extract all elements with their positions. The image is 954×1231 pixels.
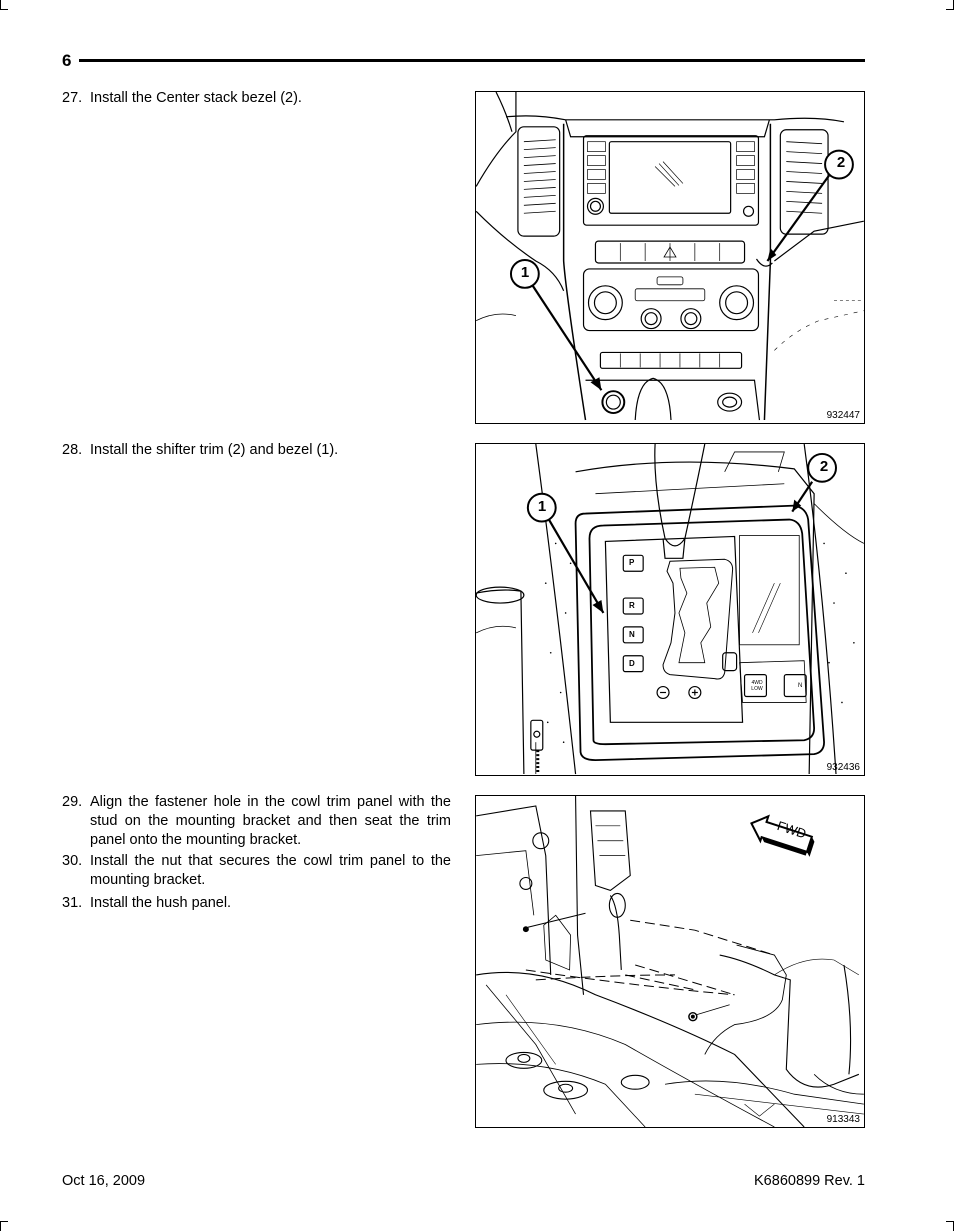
shift-label-d: D xyxy=(629,659,635,668)
cowl-trim-illustration xyxy=(476,796,864,1127)
crop-mark-bl xyxy=(0,1221,1,1231)
footer-doc-ref: K6860899 Rev. 1 xyxy=(754,1173,865,1189)
page-number: 6 xyxy=(62,51,72,70)
step-text: Install the shifter trim (2) and bezel (… xyxy=(90,442,339,458)
crop-mark-bl-h xyxy=(0,1221,8,1222)
figure-id: 932447 xyxy=(826,410,860,421)
neutral-label: N xyxy=(798,683,803,689)
shift-label-n: N xyxy=(629,630,635,639)
step-number: 30. xyxy=(62,853,83,869)
callout-2: 2 xyxy=(819,458,829,475)
shifter-illustration xyxy=(476,444,864,775)
step-text: Install the hush panel. xyxy=(90,895,232,911)
shift-label-r: R xyxy=(629,601,635,610)
shift-label-p: P xyxy=(629,558,635,567)
crop-mark-tl xyxy=(0,0,1,10)
callout-1: 1 xyxy=(537,498,547,515)
figure-cowl-trim-panel: FWD 913343 xyxy=(475,795,865,1128)
figure-center-stack-bezel: 1 2 932447 xyxy=(475,91,865,424)
step-number: 31. xyxy=(62,895,83,911)
fwd-arrow-icon xyxy=(750,814,815,857)
step-number: 29. xyxy=(62,794,83,810)
step-text: Install the nut that secures the cowl tr… xyxy=(90,853,451,888)
step-text: Align the fastener hole in the cowl trim… xyxy=(90,794,451,848)
4wd-low-label: 4WD LOW xyxy=(751,680,763,692)
footer-date: Oct 16, 2009 xyxy=(62,1173,146,1189)
crop-mark-tr-h xyxy=(946,9,954,10)
figure-shifter-trim: 1 2 P R N D 4WD LOW N 932436 xyxy=(475,443,865,776)
crop-mark-br-h xyxy=(946,1221,954,1222)
step-number: 27. xyxy=(62,90,83,106)
callout-1: 1 xyxy=(520,264,530,281)
figure-id: 932436 xyxy=(826,762,860,773)
crop-mark-tl-h xyxy=(0,9,8,10)
step-text: Install the Center stack bezel (2). xyxy=(90,90,302,106)
step-number: 28. xyxy=(62,442,83,458)
center-stack-illustration xyxy=(476,92,864,421)
header-rule xyxy=(79,59,865,62)
figure-id: 913343 xyxy=(826,1114,860,1125)
callout-2: 2 xyxy=(836,154,846,171)
